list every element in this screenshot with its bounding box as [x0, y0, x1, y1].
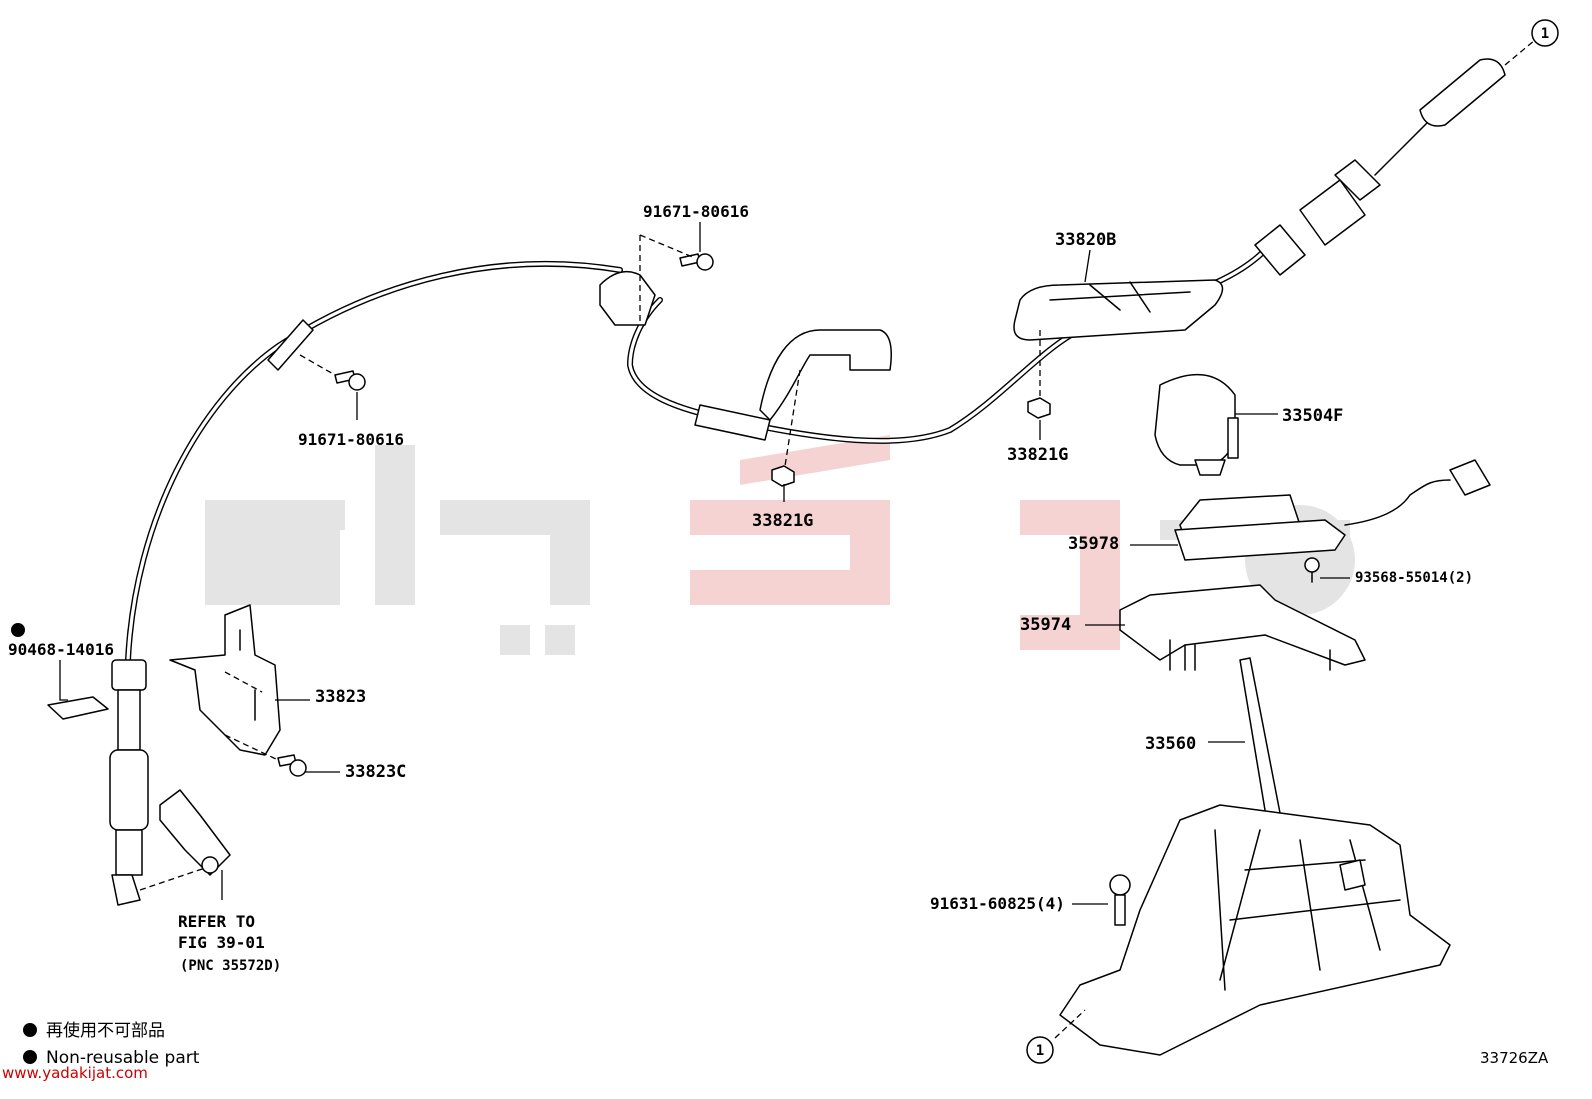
label-bracket-bolt: 33823C — [345, 762, 406, 782]
label-retainer-mid: 33821G — [752, 511, 813, 531]
lever-bracket — [759, 329, 892, 421]
label-knob: 33504F — [1282, 406, 1343, 426]
shift-knob — [1154, 373, 1239, 476]
bracket — [169, 604, 281, 756]
legend: 再使用不可部品 Non-reusable part — [23, 1020, 200, 1068]
clip — [47, 696, 109, 720]
indicator-plate — [1119, 584, 1366, 671]
diagram-code: 33726ZA — [1480, 1049, 1549, 1067]
non-reusable-marker-icon — [11, 623, 25, 637]
connection-marker-top: 1 — [1531, 19, 1559, 47]
label-clip: 90468-14016 — [8, 640, 114, 659]
bolt-icon — [334, 370, 366, 391]
part-labels: 91671-80616 91671-80616 33820B 33821G 33… — [8, 202, 1473, 974]
refer-line-3: (PNC 35572D) — [180, 958, 281, 974]
legend-en: Non-reusable part — [46, 1048, 200, 1068]
leader-lines — [59, 39, 1536, 1039]
shift-cable — [109, 58, 1506, 906]
shift-lever — [1059, 657, 1451, 1056]
label-cable-assy: 33820B — [1055, 230, 1116, 250]
bolt-icon — [277, 754, 307, 777]
label-switch-housing: 35978 — [1068, 534, 1119, 554]
label-bolt-top: 91671-80616 — [643, 202, 749, 221]
nut-icon — [1027, 397, 1051, 419]
marker-number: 1 — [1541, 26, 1549, 42]
bolt-icon — [679, 253, 714, 271]
cable-bracket — [1013, 279, 1224, 341]
legend-jp: 再使用不可部品 — [46, 1020, 165, 1041]
fasteners — [277, 253, 1320, 926]
nut-icon — [771, 465, 795, 487]
non-reusable-marker-icon — [23, 1023, 37, 1037]
label-lever: 33560 — [1145, 734, 1196, 754]
non-reusable-marker-icon — [23, 1050, 37, 1064]
label-retainer-right: 33821G — [1007, 445, 1068, 465]
label-bracket: 33823 — [315, 687, 366, 707]
refer-line-2: FIG 39-01 — [178, 933, 265, 952]
label-bolt-left: 91671-80616 — [298, 430, 404, 449]
label-indicator-plate: 35974 — [1020, 615, 1071, 635]
website-link[interactable]: www.yadakijat.com — [2, 1064, 148, 1082]
refer-line-1: REFER TO — [178, 912, 255, 931]
connection-marker-bottom: 1 — [1026, 1036, 1054, 1064]
label-base-bolt: 91631-60825(4) — [930, 894, 1065, 913]
bolt-icon — [1109, 874, 1131, 926]
switch-housing — [1174, 459, 1491, 561]
screw-icon — [1304, 557, 1320, 583]
marker-number: 1 — [1036, 1043, 1044, 1059]
label-screw-switch: 93568-55014(2) — [1355, 570, 1473, 586]
refer-bracket — [159, 789, 231, 876]
